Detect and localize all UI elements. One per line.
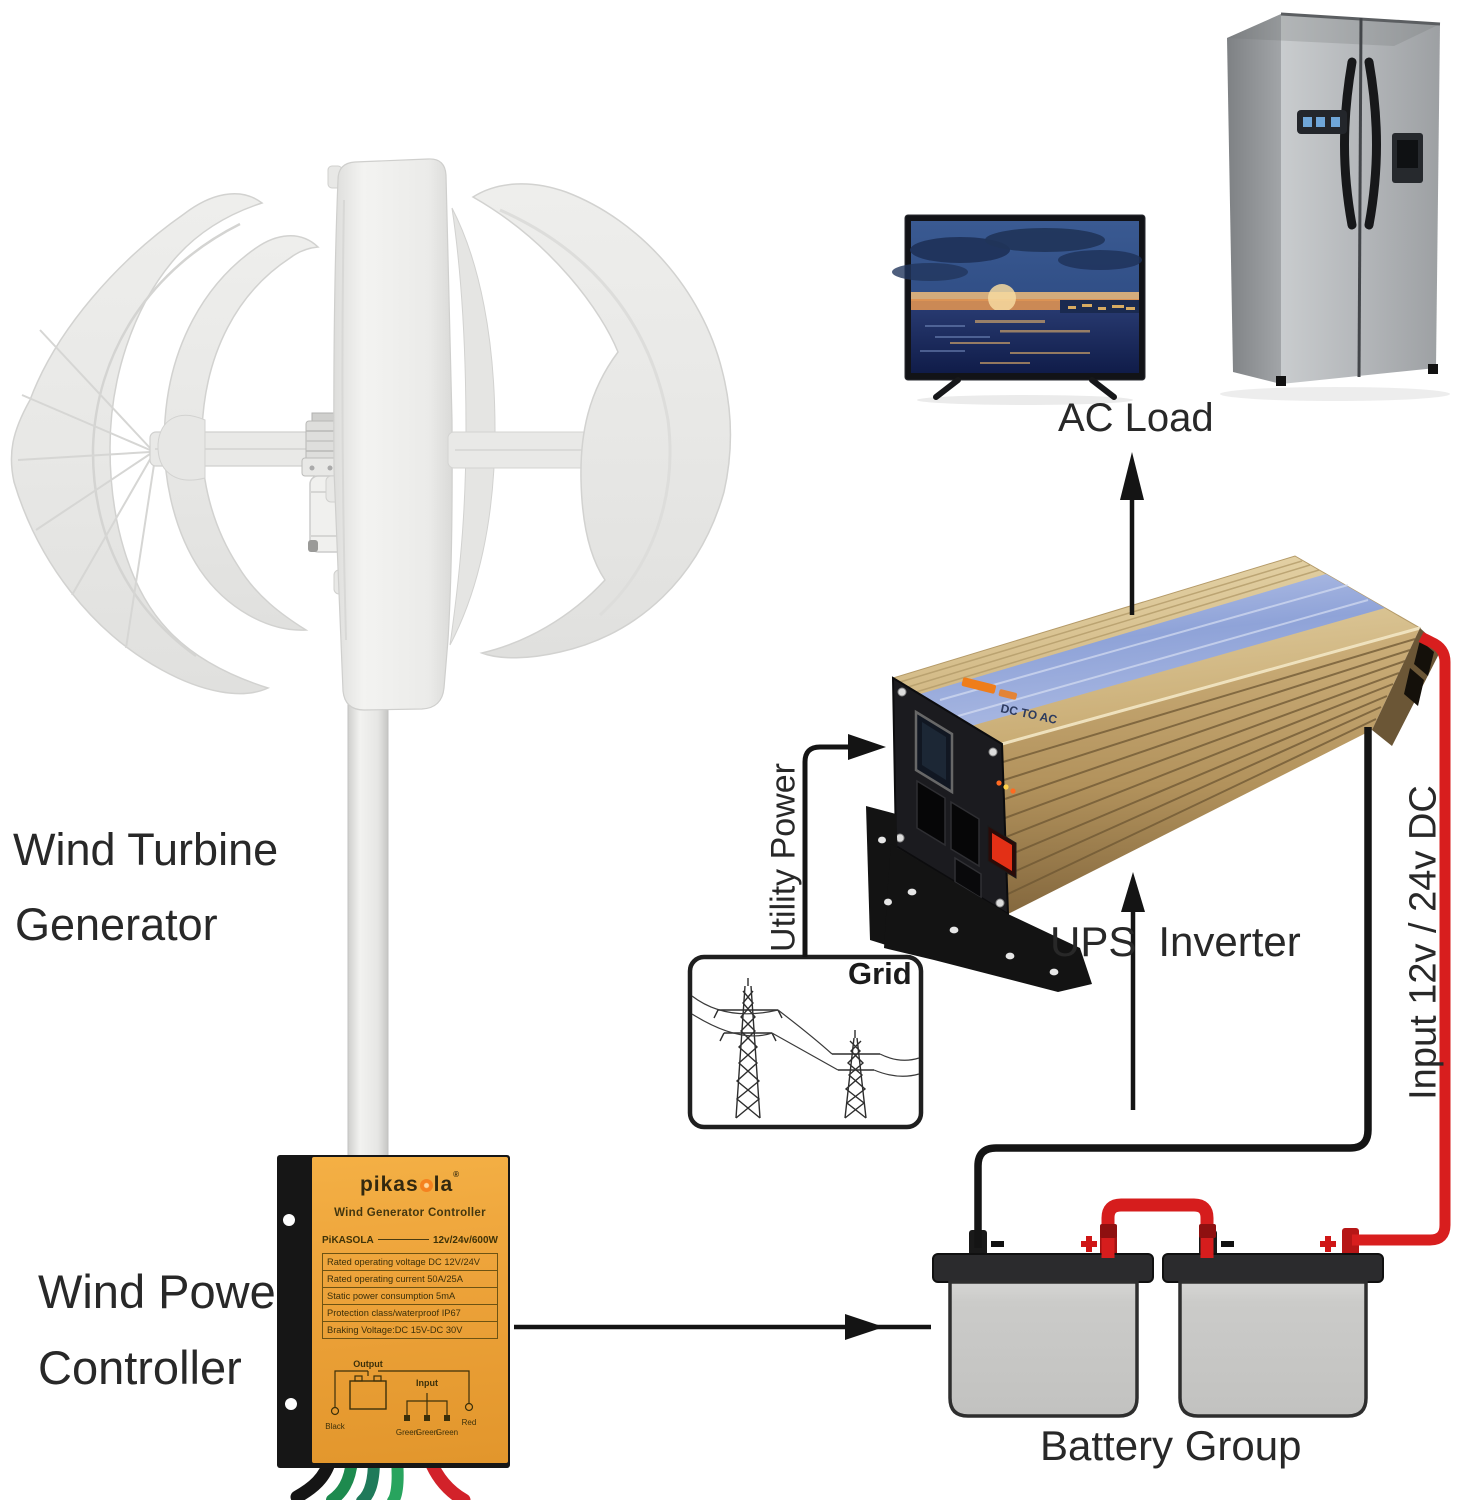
battery1-minus-marker [991,1241,1004,1247]
inverter-label-stripe [920,574,1385,726]
inverter-screws [895,687,1005,908]
svg-text:Green: Green [436,1428,458,1437]
inverter-brand-mark [961,677,1018,700]
inverter-outlets [916,779,982,900]
spec-row: Rated operating current 50A/25A [323,1270,497,1287]
turbine-blade-left-inner [163,235,320,631]
turbine-blade-center [325,158,453,711]
spec-row: Braking Voltage:DC 15V-DC 30V [323,1321,497,1338]
controller-model-row: PiKASOLA 12v/24v/600W [322,1235,498,1246]
battery-2 [1162,1228,1384,1418]
wind-turbine [10,158,732,1161]
controller-specs-table: Rated operating voltage DC 12V/24V Rated… [322,1253,498,1339]
battery-group [932,1198,1384,1418]
battery2-lid [1162,1253,1384,1283]
turbine-right-arm [447,431,594,469]
battery1-plus-marker [1081,1236,1097,1252]
turbine-blade-left-ribs [17,329,156,649]
controller-mount-hole-bottom [285,1398,297,1410]
spec-row: Rated operating voltage DC 12V/24V [327,1257,480,1267]
battery1-body [948,1280,1139,1418]
grid-label: Grid [848,956,912,991]
grid-towers [713,978,880,1119]
grid-wires [691,995,920,1077]
controller-wiring-diagram: Output Input Black Green Green Green Red [325,1359,477,1437]
arrow-inverter-to-acload [1120,452,1144,615]
fridge-foot-right [1428,364,1438,374]
battery-jumper-cable [1101,1198,1214,1258]
controller-title: Wind Generator Controller [334,1207,486,1219]
arrow-ups-inverter [1121,872,1145,1110]
tv [892,214,1146,405]
ups-inverter: DC TO AC [866,555,1442,992]
arrow-controller-to-battery [514,1314,931,1340]
svg-text:Red: Red [462,1418,477,1427]
turbine-blade-left [10,193,271,695]
wind-turbine-label-line1: Wind Turbine [13,824,279,875]
battery-1 [932,1228,1154,1418]
battery2-body [1178,1280,1368,1418]
svg-text:Input: Input [416,1378,438,1388]
input-dc-label: Input 12v / 24v DC [1402,785,1445,1100]
tv-screen [892,221,1142,373]
fridge-handle-left [1340,57,1357,230]
wind-turbine-label-line2: Generator [15,899,218,950]
fridge-handle-right [1364,57,1381,230]
tv-shadow [917,395,1133,405]
turbine-blade-right-shade [499,208,672,617]
wind-power-label-line1: Wind Power [38,1265,292,1318]
svg-text:Green: Green [416,1428,438,1437]
spec-row: Static power consumption 5mA [323,1287,497,1304]
inverter-end-vents [1404,640,1434,706]
inverter-top-grooves [899,560,1320,693]
inverter-switch [987,825,1017,879]
inverter-display [914,709,954,795]
battery2-minus-marker [1221,1241,1234,1247]
inverter-bracket [866,806,1092,992]
battery-group-label: Battery Group [1040,1422,1302,1469]
turbine-blade-rear [449,207,496,646]
fridge-shadow [1220,387,1450,401]
fridge [1220,12,1450,401]
spec-row: Protection class/waterproof IP67 [323,1304,497,1321]
turbine-left-arm [149,414,341,481]
wire-battery-to-inverter-negative [974,727,1372,1248]
wire-battery-to-inverter-positive [1352,632,1451,1246]
utility-power-label: Utility Power [764,763,803,952]
arrow-grid-to-inverter [802,734,886,957]
wind-power-label-line2: Controller [38,1341,242,1394]
svg-text:Green: Green [396,1428,418,1437]
inverter-side-fins [1002,638,1416,895]
inverter-leds [996,780,1016,794]
ac-load-label: AC Load [1058,396,1214,440]
sun-icon [419,1179,433,1192]
turbine-blade-left-ridge [91,222,241,658]
fridge-side [1227,14,1281,384]
svg-text:Output: Output [353,1359,383,1369]
inverter-stripe-highlights [939,584,1369,717]
turbine-blade-right [471,183,732,659]
svg-text:Black: Black [325,1422,346,1431]
controller-mount-hole-top [283,1214,295,1226]
battery1-lid [932,1253,1154,1283]
model-dash-line [377,1238,429,1240]
battery2-plus-marker [1320,1236,1336,1252]
fridge-foot-left [1276,376,1286,386]
fridge-door-split [1357,17,1363,378]
tv-stand [933,377,1117,400]
